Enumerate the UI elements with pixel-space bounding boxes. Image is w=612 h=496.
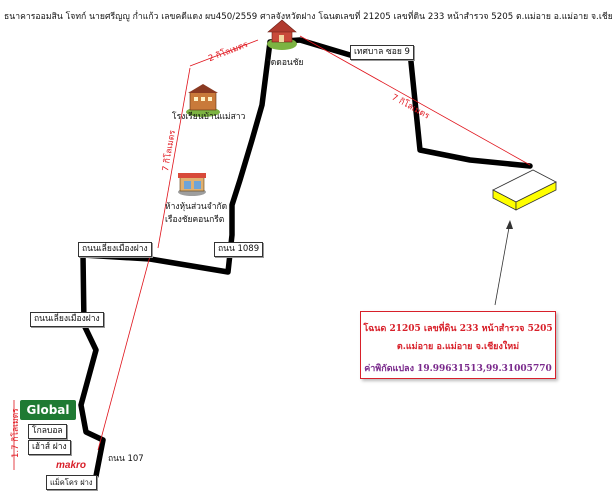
temple-label: วัดดอนชัย (266, 58, 304, 68)
temple-icon (267, 19, 297, 50)
global-label-line1: โกลบอล (28, 424, 67, 439)
info-line-coordinates: ค่าพิกัดแปลง 19.99631513,99.31005770 (364, 364, 552, 374)
municipality-label: เทศบาล ซอย 9 (350, 45, 414, 60)
makro-label: แม็คโคร ฝาง (46, 475, 97, 490)
school-icon (186, 84, 220, 117)
distance-line-lower (97, 255, 151, 451)
distance-line-diagonal (299, 35, 531, 166)
global-label-line2: เฮ้าส์ ฝาง (28, 440, 71, 455)
main-road (78, 37, 533, 479)
road-label-fang-upper: ถนนเลี่ยงเมืองฝาง (78, 242, 152, 257)
distance-label-global: 1.7 กิโลเมตร (11, 408, 21, 458)
shop-label-line1: ห้างหุ้นส่วนจำกัด (165, 202, 228, 212)
info-line-deed: โฉนด 21205 เลขที่ดิน 233 หน้าสำรวจ 5205 (363, 324, 553, 334)
plot-arrow-head (506, 220, 513, 229)
road-label-1089: ถนน 1089 (214, 242, 264, 257)
plot-arrow (494, 221, 511, 306)
road-label-fang-lower: ถนนเลี่ยงเมืองฝาง (30, 312, 104, 327)
info-line-address: ต.แม่อาย อ.แม่อาย จ.เชียงใหม่ (396, 342, 520, 352)
school-label: โรงเรียนบ้านแม่สาว (172, 112, 246, 122)
makro-logo: makro (56, 460, 87, 471)
plot-info-box: โฉนด 21205 เลขที่ดิน 233 หน้าสำรวจ 5205 … (360, 311, 556, 379)
distance-line-top (189, 39, 259, 67)
shop-label-line2: เรืองชัยคอนกรีต (165, 215, 225, 225)
distance-line-left (157, 67, 191, 249)
global-house-logo: Global (20, 400, 76, 420)
document-header: ธนาคารออมสิน โจทก์ นายศรีญญู ก่ำแก้ว เลข… (4, 12, 612, 22)
shop-icon (178, 173, 206, 196)
road-label-107: ถนน 107 (108, 454, 144, 464)
plot-box-side (515, 181, 557, 211)
